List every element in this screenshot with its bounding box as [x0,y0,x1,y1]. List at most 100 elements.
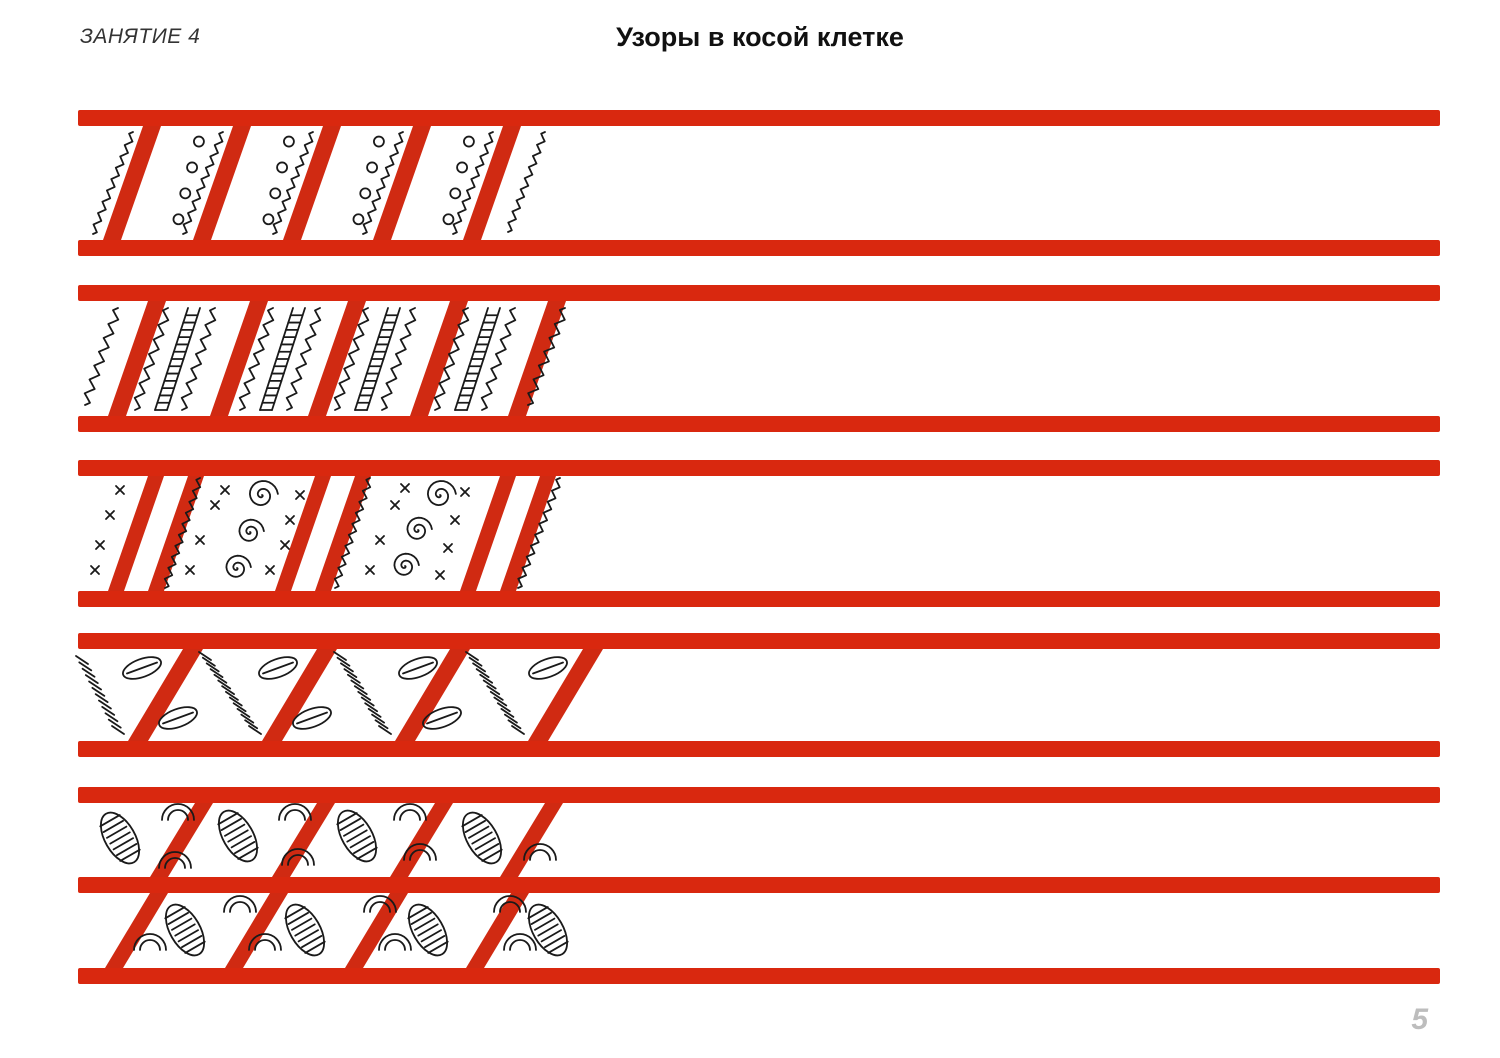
leaf-stripe [530,911,552,925]
leaf-stripe [99,814,121,828]
leaf-stripe [301,935,323,949]
leaf-stripe [534,917,556,931]
hatch-stroke [475,668,490,678]
hatch-stroke [493,696,508,707]
hatch-stroke [496,702,511,713]
leaf-stripe [471,831,493,845]
stripe-bar-10 [78,877,1440,893]
leaf-stripe [346,829,368,843]
slant-bar [308,301,366,416]
hatch-stroke [374,719,389,730]
leaf-vein [126,661,158,675]
striped-leaf [218,809,258,863]
slant-bar [508,301,566,416]
hatch-stroke [378,725,392,735]
circle-dot [456,161,468,174]
leaf-stripe [424,935,446,949]
scallop-line [380,307,417,411]
leaf-stripe [464,819,486,833]
circle-dot [276,161,288,174]
scallop-line [285,307,322,411]
leaf-stripe [116,843,138,857]
leaf-stripe [356,846,378,860]
scallop-line [238,307,275,411]
hatch-stroke [225,690,239,701]
arc-pair [254,939,276,951]
hatch-stroke [205,662,220,673]
circle-dot [442,213,455,226]
circle-dot [366,161,378,174]
hatch-stroke [101,706,116,716]
cross-stitch [105,510,115,520]
page-number: 5 [1411,1003,1428,1036]
cross-stitch [443,543,453,553]
hatch-stroke [489,690,504,701]
arc-pair [509,939,531,951]
leaf-stripe [230,835,252,849]
slant-bar [128,649,203,741]
scallop-line [133,307,170,411]
leaf-stripe [547,940,569,954]
circle-dot [283,135,295,148]
slant-bar [103,126,161,240]
arc-pair [409,849,431,861]
hatch-stroke [360,696,375,707]
slant-bar [210,301,268,416]
arc-pair [287,854,309,866]
circle-dot [179,187,192,200]
slant-bar [466,893,529,968]
arc-pair [503,933,537,951]
hatch-stroke [504,713,518,724]
hatch-stroke [81,667,96,678]
leaf-vein [426,711,458,725]
leaf-stripe [119,848,141,862]
leaf-stripe [410,911,432,925]
leaf-stripe [174,923,196,937]
leaf-vein [162,711,194,725]
striped-leaf [528,903,568,957]
leaf [158,706,198,730]
spiral [225,554,252,578]
page-title-text: Узоры в косой клетке [616,22,904,52]
leaf [422,706,462,730]
arc-pair [363,895,397,913]
leaf [398,656,438,680]
hatch-stroke [343,668,358,678]
stripe-bars [78,110,1440,984]
arc-pair [281,848,315,866]
arc-pair [378,933,412,951]
hatch-stroke [507,719,522,730]
striped-leaf [462,811,502,865]
hatch-stroke [217,679,232,690]
spiral [427,480,457,506]
hatch-stroke [248,725,262,735]
hatch-stroke [336,656,351,667]
arc-pair [164,857,186,869]
cross-stitch [280,540,290,550]
cross-stitch [375,535,385,545]
scallop-line [527,307,566,406]
leaf-vein [532,661,564,675]
leaf-stripe [284,906,306,920]
leaf-stripe [427,940,449,954]
leaf-stripe [106,825,128,839]
circle-dot [193,135,205,148]
slant-bar [283,126,341,240]
wavy-line [507,131,546,233]
circle-dot [359,187,372,200]
pattern-rows [75,126,603,968]
spiral [249,480,279,506]
leaf [122,656,162,680]
striped-leaf [165,903,205,957]
leaf-stripe [339,817,361,831]
leaf-stripe [234,841,256,855]
hatch-stroke [333,651,347,661]
lesson-label: ЗАНЯТИЕ 4 [80,25,201,48]
leaf-stripe [349,835,371,849]
leaf-stripe [527,906,549,920]
pattern-row-3 [90,476,561,591]
hatch-stroke [236,708,251,718]
leaf-stripe [224,823,246,837]
striped-leaf [100,811,140,865]
